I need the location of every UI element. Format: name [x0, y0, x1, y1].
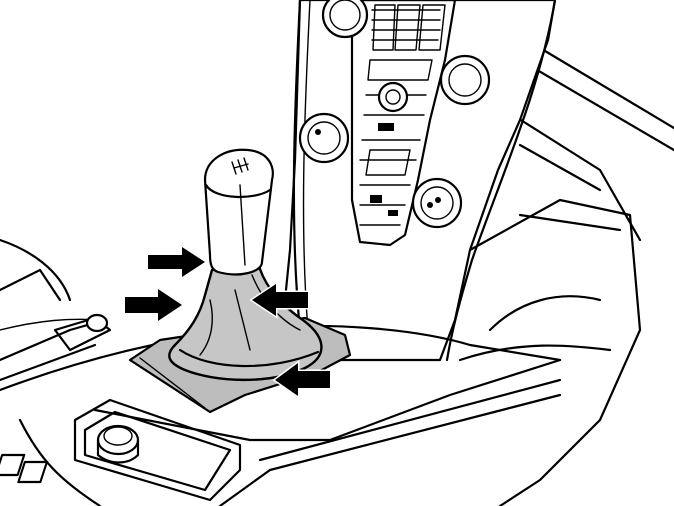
power-socket-icon [96, 424, 140, 464]
left-temperature-knob-icon [298, 112, 350, 164]
gear-knob [203, 148, 274, 276]
console-switch-icon [0, 453, 49, 484]
dashboard-right-panel [503, 43, 674, 242]
shift-pattern-icon [231, 157, 249, 175]
arrow-upper-left [148, 247, 205, 277]
top-left-knob-icon [321, 0, 369, 39]
climate-button-column [350, 0, 457, 247]
arrow-lower-left [125, 289, 182, 321]
left-seat-area [0, 238, 112, 506]
handbrake-lever-icon [53, 313, 112, 352]
arrow-lower-right [272, 360, 332, 399]
control-knobs [298, 0, 491, 229]
gear-boot [168, 260, 323, 382]
navigation-knob-icon [377, 81, 409, 113]
volume-knob-icon [439, 54, 491, 106]
lower-console-switch-panel [0, 398, 242, 502]
centre-stack-panel [283, 0, 557, 362]
arrow-upper-right [249, 281, 310, 319]
fan-speed-knob-icon [411, 177, 463, 229]
